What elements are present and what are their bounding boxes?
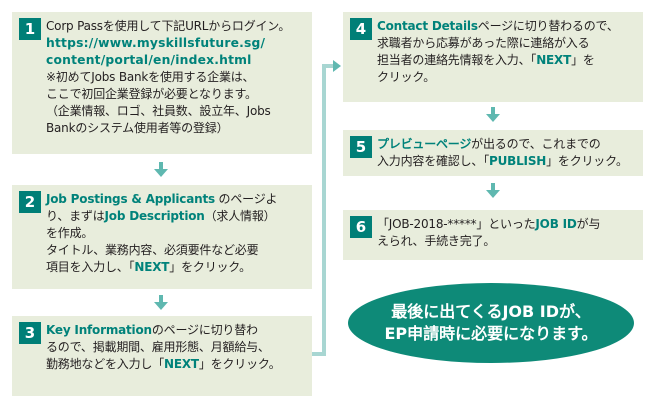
connector-line: [322, 64, 326, 356]
step-number: 6: [350, 216, 372, 238]
step-text-segment: ページに切り替わるので、: [477, 19, 619, 33]
step-number: 2: [19, 191, 41, 213]
down-arrow-icon: [154, 295, 168, 310]
step-text-segment: 求職者から応募があった際に連絡が入る: [377, 36, 590, 50]
url-link[interactable]: content/portal/en/index.html: [46, 53, 252, 67]
highlight-text: PUBLISH: [489, 154, 547, 168]
step-text: Corp Passを使用して下記URLからログイン。 https://www.my…: [46, 18, 290, 137]
step-line: クリック。: [377, 69, 619, 86]
step-text-segment: 勤務地などを入力し「: [46, 357, 165, 371]
step-4-box: 4 Contact Detailsページに切り替わるので、求職者から応募があった…: [343, 12, 643, 102]
step-text-segment: えられ、手続き完了。: [377, 234, 496, 248]
step-line: 項目を入力し、「NEXT」をクリック。: [46, 259, 277, 276]
step-text-segment: のページよ: [214, 192, 278, 206]
step-text-segment: 」を: [571, 53, 595, 67]
step-text: 「JOB-2018-*****」といったJOB IDが与えられ、手続き完了。: [377, 216, 600, 250]
step-2-box: 2 Job Postings & Applicants のページより、まずはJo…: [12, 185, 312, 289]
step-text-segment: ※初めてJobs Bankを使用する企業は、: [46, 70, 255, 84]
step-text: プレビューページが出るので、これまでの入力内容を確認し、「PUBLISH」をクリ…: [377, 136, 628, 170]
step-line: 担当者の連絡先情報を入力、「NEXT」を: [377, 52, 619, 69]
step-text-segment: を作成。: [46, 226, 94, 240]
callout-line-2: EP申請時に必要になります。: [384, 324, 598, 343]
step-line: を作成。: [46, 225, 277, 242]
step-text-segment: 」をクリック。: [169, 260, 251, 274]
step-line: content/portal/en/index.html: [46, 52, 290, 69]
step-3-box: 3 Key Informationのページに切り替わるので、掲載期間、雇用形態、…: [12, 316, 312, 396]
highlight-text: Job Description: [104, 209, 205, 223]
step-text-segment: （求人情報）: [204, 209, 276, 223]
step-line: るので、掲載期間、雇用形態、月額給与、: [46, 339, 281, 356]
step-text-segment: り、まずは: [46, 209, 105, 223]
step-line: 求職者から応募があった際に連絡が入る: [377, 35, 619, 52]
down-arrow-icon: [486, 107, 500, 122]
step-line: り、まずはJob Description（求人情報）: [46, 208, 277, 225]
step-line: Bankのシステム使用者等の登録）: [46, 120, 290, 137]
step-line: https://www.myskillsfuture.sg/: [46, 35, 290, 52]
highlight-text: NEXT: [536, 53, 572, 67]
step-line: 勤務地などを入力し「NEXT」をクリック。: [46, 356, 281, 373]
step-text-segment: が出るので、これまでの: [471, 137, 601, 151]
step-line: ここで初回企業登録が必要となります。: [46, 86, 290, 103]
down-arrow-icon: [154, 162, 168, 177]
step-line: Contact Detailsページに切り替わるので、: [377, 18, 619, 35]
highlight-text: Key Information: [46, 323, 152, 337]
step-text-segment: ここで初回企業登録が必要となります。: [46, 87, 257, 101]
step-text-segment: 担当者の連絡先情報を入力、「: [377, 53, 537, 67]
highlight-text: JOB ID: [535, 217, 577, 231]
step-1-box: 1 Corp Passを使用して下記URLからログイン。 https://www.…: [12, 12, 312, 154]
step-text-segment: 」をクリック。: [198, 357, 281, 371]
step-text: Job Postings & Applicants のページより、まずはJob …: [46, 191, 278, 276]
step-line: えられ、手続き完了。: [377, 233, 600, 250]
highlight-text: NEXT: [164, 357, 199, 371]
step-5-box: 5 プレビューページが出るので、これまでの入力内容を確認し、「PUBLISH」を…: [343, 130, 643, 176]
step-text-segment: クリック。: [377, 70, 436, 84]
step-text: Contact Detailsページに切り替わるので、求職者から応募があった際に…: [377, 18, 619, 86]
highlight-text: プレビューページ: [377, 137, 472, 151]
step-text-segment: （企業情報、ロゴ、社員数、設立年、Jobs: [46, 104, 271, 118]
right-arrow-icon: [333, 60, 341, 72]
step-text-segment: るので、掲載期間、雇用形態、月額給与、: [46, 340, 270, 354]
step-text-segment: 項目を入力し、「: [46, 260, 135, 274]
url-link[interactable]: https://www.myskillsfuture.sg/: [46, 36, 266, 50]
connector-line: [322, 64, 334, 68]
callout-oval: 最後に出てくるJOB IDが、 EP申請時に必要になります。: [348, 283, 634, 363]
step-line: ※初めてJobs Bankを使用する企業は、: [46, 69, 290, 86]
step-line: 入力内容を確認し、「PUBLISH」をクリック。: [377, 153, 628, 170]
step-number: 3: [19, 322, 41, 344]
step-line: Key Informationのページに切り替わ: [46, 322, 281, 339]
step-text-segment: が与: [576, 217, 601, 231]
step-number: 5: [350, 136, 372, 158]
connector-line: [312, 352, 326, 356]
down-arrow-icon: [486, 183, 500, 198]
step-text-segment: のページに切り替わ: [151, 323, 258, 337]
step-line: （企業情報、ロゴ、社員数、設立年、Jobs: [46, 103, 290, 120]
step-line: Job Postings & Applicants のページよ: [46, 191, 278, 208]
highlight-text: Contact Details: [377, 19, 478, 33]
step-text: Key Informationのページに切り替わるので、掲載期間、雇用形態、月額…: [46, 322, 281, 373]
highlight-text: Job Postings & Applicants: [46, 192, 215, 206]
highlight-text: NEXT: [134, 260, 170, 274]
step-text-segment: Bankのシステム使用者等の登録）: [46, 121, 229, 135]
callout-line-1: 最後に出てくるJOB IDが、: [391, 302, 591, 321]
step-line: タイトル、業務内容、必須要件など必要: [46, 242, 277, 259]
step-text-segment: 入力内容を確認し、「: [377, 154, 490, 168]
step-line: 「JOB-2018-*****」といったJOB IDが与: [377, 216, 600, 233]
step-number: 4: [350, 18, 372, 40]
step-6-box: 6 「JOB-2018-*****」といったJOB IDが与えられ、手続き完了。: [343, 210, 643, 260]
step-text-segment: タイトル、業務内容、必須要件など必要: [46, 243, 259, 257]
step-text-segment: 「JOB-2018-*****」といった: [377, 217, 536, 231]
step-line: プレビューページが出るので、これまでの: [377, 136, 628, 153]
step-text-segment: Corp Passを使用して下記URLからログイン。: [46, 19, 291, 33]
step-number: 1: [19, 18, 41, 40]
step-line: Corp Passを使用して下記URLからログイン。: [46, 18, 290, 35]
step-text-segment: 」をクリック。: [546, 154, 628, 168]
